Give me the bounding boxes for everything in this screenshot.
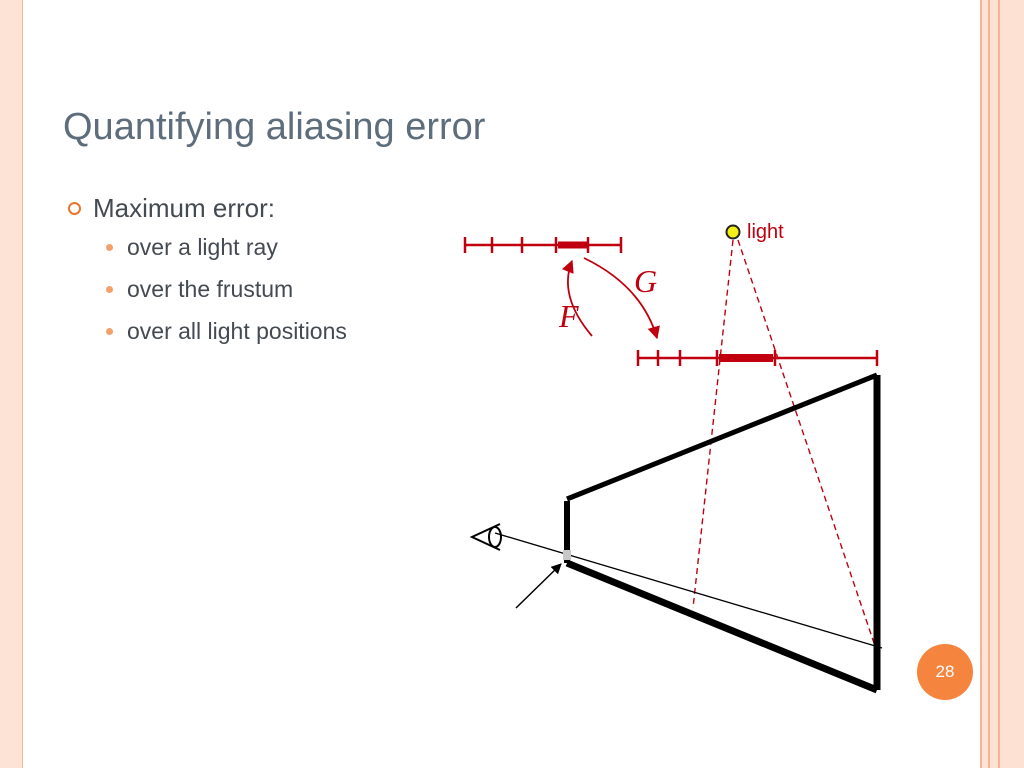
dot-bullet-icon — [106, 327, 113, 335]
sub-bullet: over the frustum — [106, 268, 448, 310]
bullet-text: Maximum error: — [93, 192, 276, 223]
dot-bullet-icon — [106, 285, 113, 293]
sub-bullet-text: over the frustum — [127, 275, 294, 302]
mapping-arrow-f — [561, 259, 593, 337]
ring-bullet-icon — [68, 201, 81, 215]
label-f: F — [558, 298, 579, 334]
light-source-icon — [725, 224, 741, 240]
sub-bullet: over a light ray — [106, 226, 448, 268]
left-decorative-border — [0, 0, 23, 768]
light-label: light — [747, 221, 784, 243]
right-decorative-border — [976, 0, 1024, 768]
upper-sample-ruler — [463, 237, 623, 253]
image-pixel — [563, 550, 571, 560]
page-number-badge: 28 — [917, 644, 973, 700]
sub-bullet: over all light positions — [106, 310, 448, 352]
bullet-level1: Maximum error: — [68, 190, 448, 226]
sub-bullet-text: over a light ray — [127, 233, 278, 260]
bullet-list: Maximum error: over a light ray over the… — [68, 190, 448, 352]
lower-sample-ruler — [636, 350, 879, 366]
slide-title: Quantifying aliasing error — [63, 106, 486, 148]
eye-icon — [469, 523, 502, 551]
label-g: G — [634, 263, 657, 299]
light-rays — [692, 239, 876, 647]
mapping-arrow-g — [583, 257, 660, 340]
dot-bullet-icon — [106, 243, 113, 251]
pixel-pointer-arrow — [515, 563, 562, 609]
view-frustum — [564, 372, 881, 694]
sub-bullet-text: over all light positions — [127, 317, 347, 344]
view-ray — [494, 532, 883, 649]
